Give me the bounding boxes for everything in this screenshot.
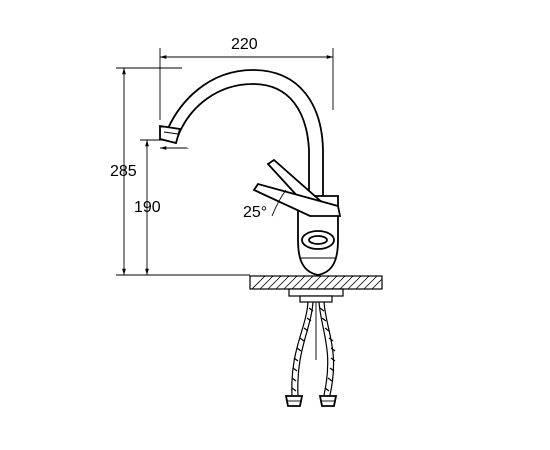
spout-height-label: 190 [134, 199, 161, 216]
total-height-label: 285 [110, 163, 137, 180]
spout-reach-label: 220 [231, 36, 258, 53]
lever-angle-label: 25° [243, 204, 267, 221]
lever: 25° [243, 158, 342, 221]
dimension-spout-height: 190 [134, 139, 168, 275]
countertop [249, 275, 383, 290]
dimension-total-height: 285 [110, 67, 250, 276]
mounting-flange [288, 288, 344, 303]
flexible-hoses [284, 301, 338, 407]
dimension-spout-reach: 220 [159, 36, 334, 120]
